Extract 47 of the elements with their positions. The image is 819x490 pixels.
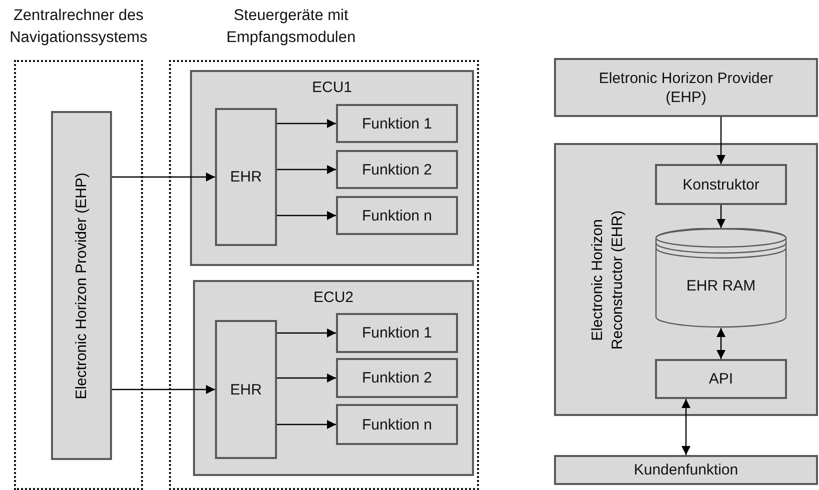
node-label: Funktion n xyxy=(360,206,434,225)
node-label: Funktion n xyxy=(360,415,434,434)
arrow xyxy=(716,117,726,164)
arrow xyxy=(682,399,690,455)
node-label: Funktion 1 xyxy=(360,324,434,342)
node-label: Electronic Horizon Provider (EHP) xyxy=(72,172,90,399)
arrow xyxy=(716,205,726,228)
process-box xyxy=(336,196,458,235)
process-box xyxy=(336,104,458,143)
node-label: ECU1 xyxy=(310,78,353,97)
node-label: EHR RAM xyxy=(685,276,757,296)
arrow xyxy=(277,211,336,220)
node-label: Funktion 1 xyxy=(360,114,434,133)
arrow xyxy=(277,420,336,429)
process-box xyxy=(215,320,277,459)
node-label: Konstruktor xyxy=(682,175,760,194)
process-box xyxy=(554,58,818,117)
arrow xyxy=(277,165,336,174)
process-box xyxy=(336,150,458,189)
process-box xyxy=(215,108,277,246)
arrow xyxy=(112,385,215,394)
module-box xyxy=(554,143,818,416)
node-label: API xyxy=(708,370,734,388)
process-box xyxy=(336,404,458,445)
arrow xyxy=(277,374,336,382)
control-unit-box xyxy=(190,70,474,266)
node-label: Funktion 2 xyxy=(360,160,434,179)
node-label: EHR xyxy=(229,380,263,399)
node-label: Eletronic Horizon Provider (EHP) xyxy=(598,68,774,106)
arrow xyxy=(277,119,336,128)
arrow xyxy=(112,172,215,182)
process-box xyxy=(655,164,787,205)
process-box xyxy=(336,313,458,353)
process-box xyxy=(336,358,458,398)
node-label: Kundenfunktion xyxy=(632,460,740,480)
node-label: Funktion 2 xyxy=(360,368,434,388)
arrow xyxy=(277,328,336,338)
process-box xyxy=(655,359,787,399)
node-label: Electronic Horizon Reconstructor (EHR) xyxy=(588,208,627,352)
node-label: ECU2 xyxy=(312,288,354,307)
control-unit-box xyxy=(193,280,474,476)
node-label: EHR xyxy=(229,168,263,186)
process-box xyxy=(51,111,112,460)
group-heading: Steuergeräte mit Empfangsmodulen xyxy=(225,6,357,48)
group-heading: Zentralrechner des Navigationssystems xyxy=(8,6,148,48)
arrow xyxy=(716,328,726,359)
process-box xyxy=(554,455,818,485)
